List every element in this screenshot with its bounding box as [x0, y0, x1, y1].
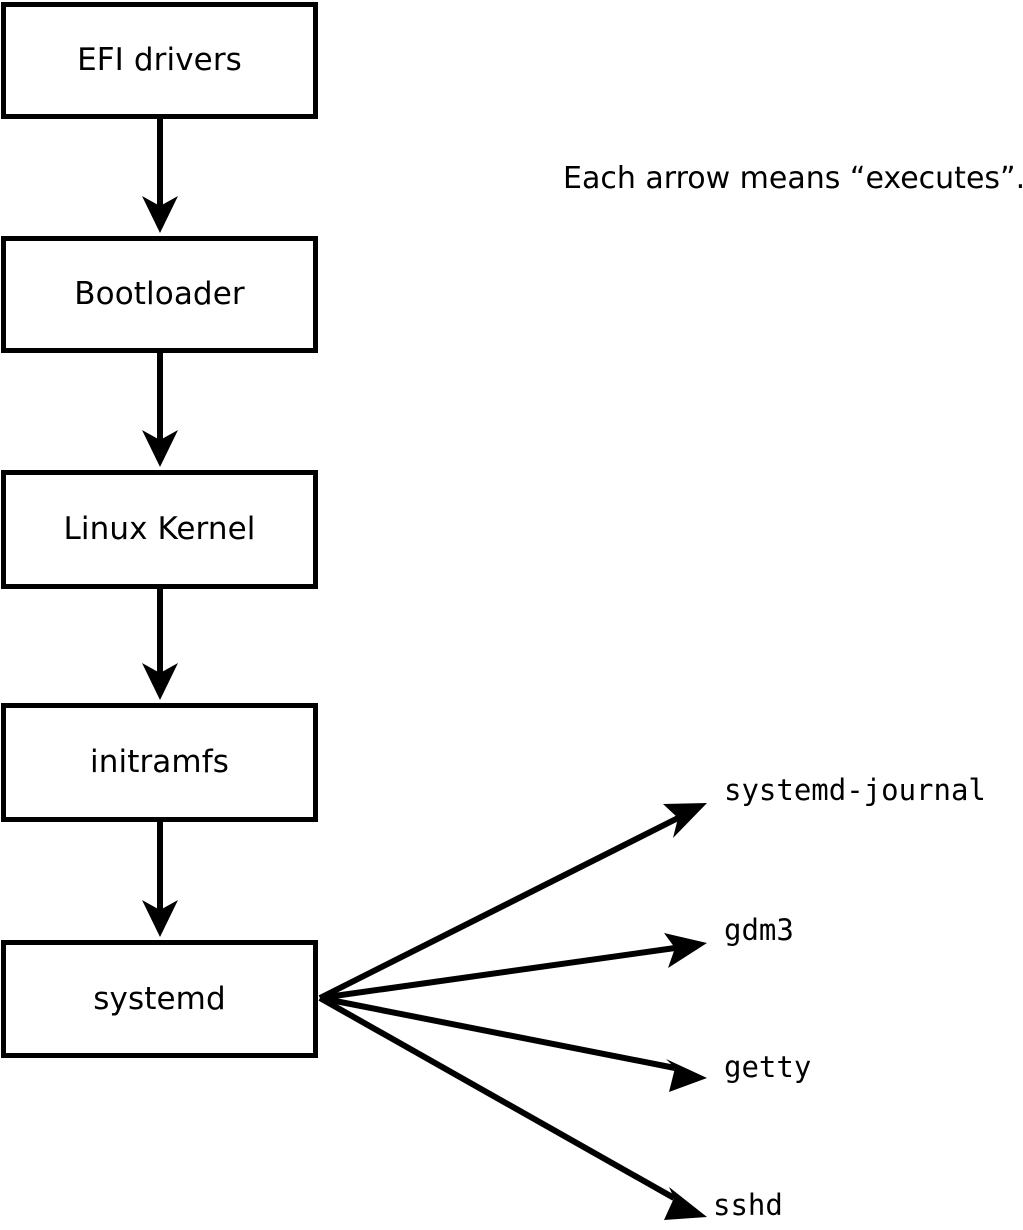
arrow-kernel-to-initramfs	[142, 589, 178, 700]
arrow-systemd-to-getty	[319, 995, 707, 1092]
service-label-systemd-journal: systemd-journal	[724, 773, 986, 807]
stage-box-bootloader[interactable]: Bootloader	[1, 236, 318, 353]
arrow-systemd-to-gdm3	[319, 933, 707, 1001]
stage-box-systemd[interactable]: systemd	[1, 940, 318, 1058]
arrow-efi-to-bootloader	[142, 118, 178, 233]
stage-box-linux-kernel[interactable]: Linux Kernel	[1, 470, 318, 589]
arrow-systemd-to-systemd-journal	[318, 803, 707, 1001]
stage-box-efi-drivers[interactable]: EFI drivers	[1, 2, 318, 119]
stage-label-systemd: systemd	[93, 980, 226, 1017]
stage-box-initramfs[interactable]: initramfs	[1, 703, 318, 822]
arrow-initramfs-to-systemd	[142, 822, 178, 937]
service-label-gdm3: gdm3	[724, 913, 794, 947]
diagram-caption: Each arrow means “executes”.	[563, 161, 1023, 196]
stage-label-efi-drivers: EFI drivers	[77, 42, 242, 78]
stage-label-initramfs: initramfs	[90, 744, 229, 780]
stage-label-bootloader: Bootloader	[74, 276, 245, 312]
service-label-getty: getty	[724, 1050, 812, 1084]
arrow-bootloader-to-kernel	[142, 353, 178, 467]
stage-label-linux-kernel: Linux Kernel	[63, 511, 256, 547]
arrow-systemd-to-sshd	[318, 995, 707, 1220]
service-label-sshd: sshd	[713, 1188, 783, 1222]
